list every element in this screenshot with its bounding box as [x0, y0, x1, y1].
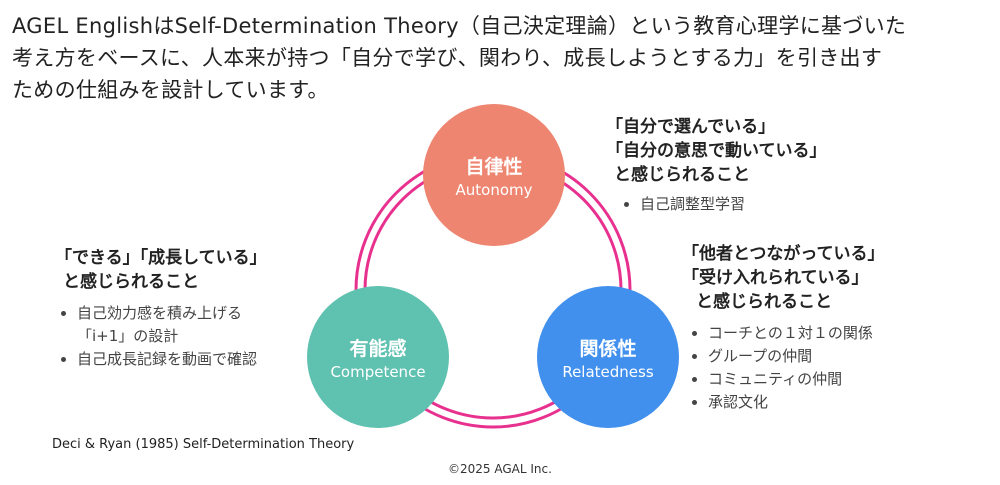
bullet-item: 自己調整型学習 [640, 193, 827, 216]
autonomy-circle: 自律性 Autonomy [423, 104, 565, 246]
bullet-item: 承認文化 [708, 391, 884, 414]
bullet-item: グループの仲間 [708, 345, 884, 368]
quote: と感じられること [696, 292, 832, 312]
competence-title: 有能感 [349, 337, 407, 360]
quote: 「できる」「成長している」 [55, 248, 267, 268]
intro-text: AGEL EnglishはSelf-Determination Theory（自… [12, 10, 997, 106]
bullet-item: 自己成長記録を動画で確認 [77, 348, 267, 371]
autonomy-description: 「自分で選んでいる」 「自分の意思で動いている」 と感じられること 自己調整型学… [606, 115, 827, 216]
intro-line: AGEL EnglishはSelf-Determination Theory（自… [12, 14, 907, 38]
bullet-item: コミュニティの仲間 [708, 368, 884, 391]
quote: 「自分の意思で動いている」 [606, 141, 827, 161]
relatedness-title: 関係性 [579, 337, 637, 360]
autonomy-subtitle: Autonomy [455, 180, 533, 199]
autonomy-title: 自律性 [465, 155, 523, 178]
relatedness-circle: 関係性 Relatedness [537, 286, 679, 428]
quote: と感じられること [63, 272, 199, 292]
quote: 「自分で選んでいる」 [606, 117, 776, 137]
relatedness-subtitle: Relatedness [562, 362, 654, 381]
bullet-item: 自己効力感を積み上げる [77, 302, 267, 325]
intro-line: ための仕組みを設計しています。 [12, 78, 329, 102]
copyright: ©2025 AGAL Inc. [448, 462, 552, 476]
bullet-item-continued: 「i+1」の設計 [77, 327, 179, 345]
quote: 「他者とつながっている」 [682, 244, 885, 264]
citation: Deci & Ryan (1985) Self-Determination Th… [52, 437, 355, 452]
competence-subtitle: Competence [330, 362, 426, 381]
competence-circle: 有能感 Competence [307, 286, 449, 428]
relatedness-description: 「他者とつながっている」 「受け入れられている」 と感じられること コーチとの１… [682, 242, 884, 414]
competence-description: 「できる」「成長している」 と感じられること 自己効力感を積み上げる 「i+1」… [55, 246, 267, 371]
quote: と感じられること [614, 165, 750, 185]
quote: 「受け入れられている」 [682, 268, 869, 288]
bullet-item: コーチとの１対１の関係 [708, 322, 884, 345]
intro-line: 考え方をベースに、人本来が持つ「自分で学び、関わり、成長しようとする力」を引き出… [12, 46, 883, 70]
